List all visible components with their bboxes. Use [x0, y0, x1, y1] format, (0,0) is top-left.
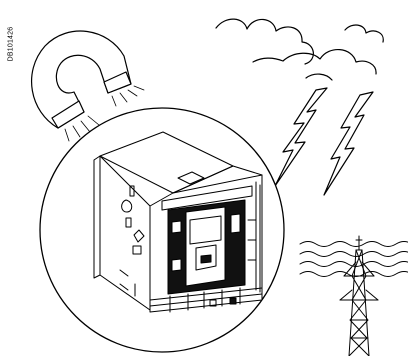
storm-cloud-icon — [215, 18, 384, 81]
lightning-bolt-icon — [274, 87, 374, 196]
magnet-icon — [31, 30, 145, 142]
circuit-breaker-icon — [93, 131, 263, 313]
transmission-tower-icon — [339, 235, 379, 356]
